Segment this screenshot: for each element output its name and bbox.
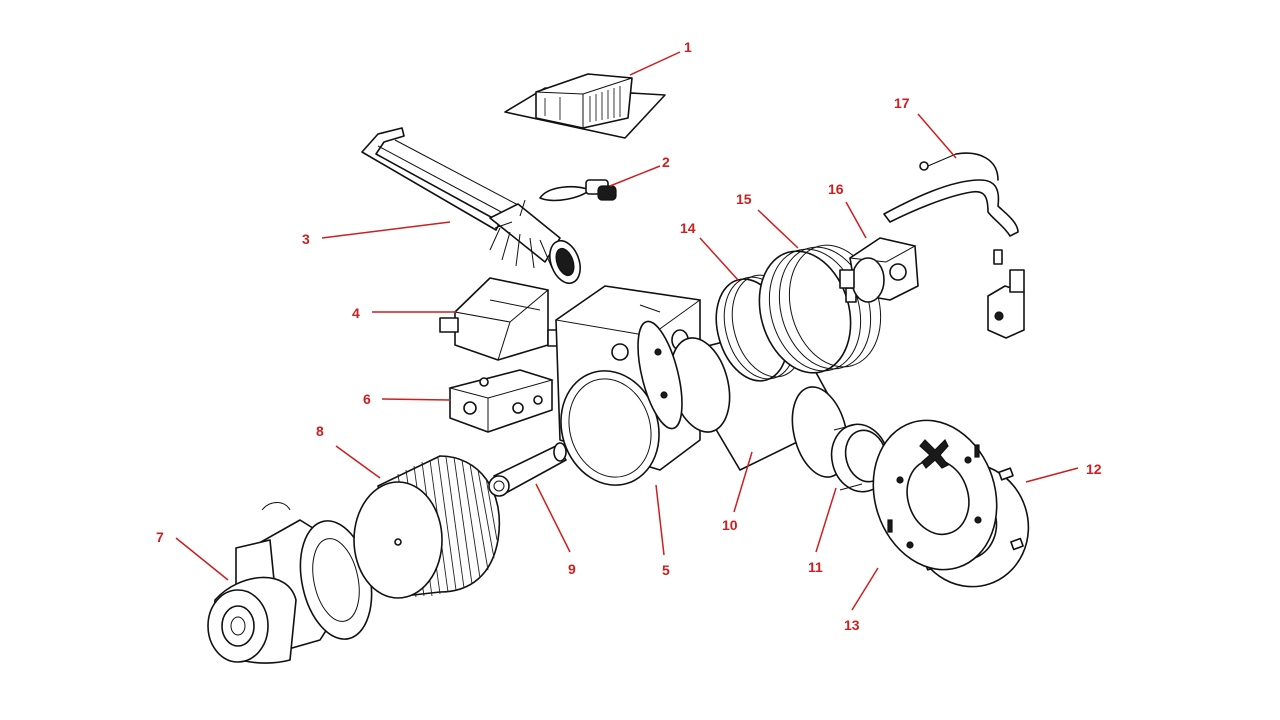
leader-1 — [629, 51, 681, 76]
callout-14: 14 — [680, 220, 696, 236]
leader-15 — [757, 209, 799, 249]
part-7-motor — [207, 502, 373, 664]
callout-11: 11 — [808, 559, 823, 575]
leader-2 — [609, 165, 661, 187]
callout-9: 9 — [568, 561, 576, 577]
callout-16: 16 — [828, 181, 844, 197]
callout-7: 7 — [156, 529, 164, 545]
callout-4: 4 — [352, 305, 360, 321]
leader-12 — [1025, 467, 1079, 483]
leader-7 — [175, 537, 229, 581]
callout-1: 1 — [684, 39, 692, 55]
part-6-sub-base — [448, 369, 554, 433]
leader-11 — [815, 487, 837, 553]
part-2-ignition-cable — [539, 179, 617, 202]
part-8-blower-wheel — [353, 455, 501, 599]
part-3-nozzle-line-assembly — [361, 127, 581, 285]
part-13-mounting-plate — [872, 419, 998, 571]
part-15-air-shroud — [758, 244, 882, 374]
callout-5: 5 — [662, 562, 670, 578]
leader-lines — [175, 51, 1079, 611]
callout-6: 6 — [363, 391, 371, 407]
leader-5 — [655, 484, 665, 556]
leader-16 — [845, 201, 867, 239]
callout-15: 15 — [736, 191, 752, 207]
leader-9 — [535, 483, 571, 553]
part-16-fuel-pump — [839, 237, 919, 303]
callout-12: 12 — [1086, 461, 1102, 477]
leader-3 — [321, 221, 451, 239]
leader-13 — [851, 567, 879, 611]
leader-8 — [335, 445, 381, 479]
leader-10 — [733, 451, 753, 513]
leader-6 — [381, 398, 451, 401]
part-17-oil-line — [883, 152, 1025, 339]
part-4-control-box — [439, 277, 563, 361]
part-9-sleeve — [488, 442, 567, 497]
callout-10: 10 — [722, 517, 738, 533]
callout-3: 3 — [302, 231, 310, 247]
callout-2: 2 — [662, 154, 670, 170]
leader-14 — [699, 237, 739, 281]
callout-13: 13 — [844, 617, 860, 633]
callout-labels: 1 2 3 4 5 6 7 8 9 10 11 12 13 14 15 16 1… — [156, 39, 1102, 633]
callout-17: 17 — [894, 95, 910, 111]
callout-8: 8 — [316, 423, 324, 439]
leader-17 — [917, 113, 957, 159]
part-1-ignition-transformer — [504, 73, 666, 139]
